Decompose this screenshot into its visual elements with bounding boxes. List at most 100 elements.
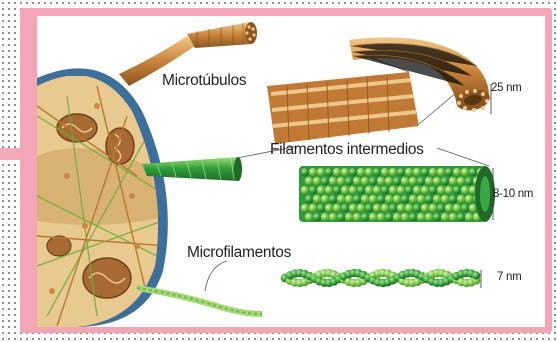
filament-subunit xyxy=(401,213,410,222)
filament-subunit xyxy=(445,204,454,213)
filament-subunit xyxy=(421,204,430,213)
filament-subunit xyxy=(405,168,414,177)
filament-subunit xyxy=(353,195,362,204)
filament-subunit xyxy=(305,195,314,204)
filament-subunit xyxy=(397,204,406,213)
label-intermediate-filaments: Filamentos intermedios xyxy=(270,141,424,159)
filament-subunit xyxy=(333,204,342,213)
filament-subunit xyxy=(425,195,434,204)
size-intermediate-filaments: 8-10 nm xyxy=(493,188,533,200)
filament-subunit xyxy=(361,213,370,222)
filament-subunit xyxy=(337,195,346,204)
filament-subunit xyxy=(429,186,438,195)
filament-subunit xyxy=(345,195,354,204)
filament-subunit xyxy=(433,195,442,204)
filament-subunit xyxy=(365,168,374,177)
label-microtubules: Microtúbulos xyxy=(162,72,246,90)
filament-subunit xyxy=(465,213,474,222)
actin-subunit xyxy=(472,271,480,279)
filament-subunit xyxy=(357,168,366,177)
filament-subunit xyxy=(341,204,350,213)
filament-subunit xyxy=(301,186,310,195)
filament-subunit xyxy=(465,195,474,204)
filament-subunit xyxy=(409,177,418,186)
filament-subunit xyxy=(341,168,350,177)
filament-subunit xyxy=(413,204,422,213)
filament-subunit xyxy=(313,177,322,186)
filament-subunit xyxy=(377,213,386,222)
filament-subunit xyxy=(381,168,390,177)
filament-subunit xyxy=(377,195,386,204)
filament-subunit xyxy=(325,204,334,213)
filament-subunit xyxy=(461,168,470,177)
filament-subunit xyxy=(325,186,334,195)
filament-subunit xyxy=(313,213,322,222)
filament-subunit xyxy=(453,186,462,195)
filament-subunit xyxy=(337,213,346,222)
filament-subunit xyxy=(309,204,318,213)
filament-subunit xyxy=(377,177,386,186)
filament-subunit xyxy=(441,177,450,186)
filament-subunit xyxy=(301,204,310,213)
microfilament-chain xyxy=(281,269,481,288)
filament-subunit xyxy=(369,177,378,186)
filament-subunit xyxy=(393,213,402,222)
filament-subunit xyxy=(361,195,370,204)
filament-subunit xyxy=(453,168,462,177)
filament-subunit xyxy=(389,186,398,195)
filament-subunit xyxy=(373,204,382,213)
filament-subunit xyxy=(417,195,426,204)
filament-subunit xyxy=(417,177,426,186)
filament-subunit xyxy=(385,195,394,204)
filament-subunit xyxy=(457,213,466,222)
filament-subunit xyxy=(457,177,466,186)
filament-subunit xyxy=(401,177,410,186)
filament-subunit xyxy=(357,204,366,213)
filament-subunit xyxy=(333,168,342,177)
filament-subunit xyxy=(309,186,318,195)
size-microfilaments: 7 nm xyxy=(497,271,521,283)
filament-subunit xyxy=(449,213,458,222)
filament-subunit xyxy=(429,204,438,213)
intermediate-filament-tube xyxy=(299,148,495,222)
filament-subunit xyxy=(437,186,446,195)
filament-subunit xyxy=(389,168,398,177)
filament-subunit xyxy=(361,177,370,186)
filament-subunit xyxy=(433,213,442,222)
filament-subunit xyxy=(441,195,450,204)
filament-subunit xyxy=(313,195,322,204)
filament-subunit xyxy=(305,177,314,186)
filament-subunit xyxy=(349,204,358,213)
filament-subunit xyxy=(461,204,470,213)
filament-subunit xyxy=(401,195,410,204)
filament-subunit xyxy=(345,213,354,222)
filament-subunit xyxy=(389,204,398,213)
label-microfilaments: Microfilamentos xyxy=(187,244,291,262)
filament-subunit xyxy=(457,195,466,204)
filament-subunit xyxy=(325,168,334,177)
filament-subunit xyxy=(349,168,358,177)
filament-subunit xyxy=(337,177,346,186)
filament-subunit xyxy=(341,186,350,195)
filament-subunit xyxy=(317,204,326,213)
filament-subunit xyxy=(317,168,326,177)
filament-subunit xyxy=(309,168,318,177)
filament-subunit xyxy=(429,168,438,177)
filament-subunit xyxy=(417,213,426,222)
filament-subunit xyxy=(405,204,414,213)
filament-subunit xyxy=(333,186,342,195)
filament-subunit xyxy=(465,177,474,186)
filament-subunit xyxy=(305,213,314,222)
filament-subunit xyxy=(301,168,310,177)
filament-subunit xyxy=(461,186,470,195)
filament-subunit xyxy=(353,213,362,222)
filament-subunit xyxy=(393,177,402,186)
filament-subunit xyxy=(453,204,462,213)
filament-subunit xyxy=(393,195,402,204)
filament-subunit xyxy=(369,195,378,204)
filament-subunit xyxy=(425,213,434,222)
filament-subunit xyxy=(329,213,338,222)
filament-subunit xyxy=(329,177,338,186)
filament-subunit xyxy=(365,204,374,213)
filament-subunit xyxy=(413,186,422,195)
